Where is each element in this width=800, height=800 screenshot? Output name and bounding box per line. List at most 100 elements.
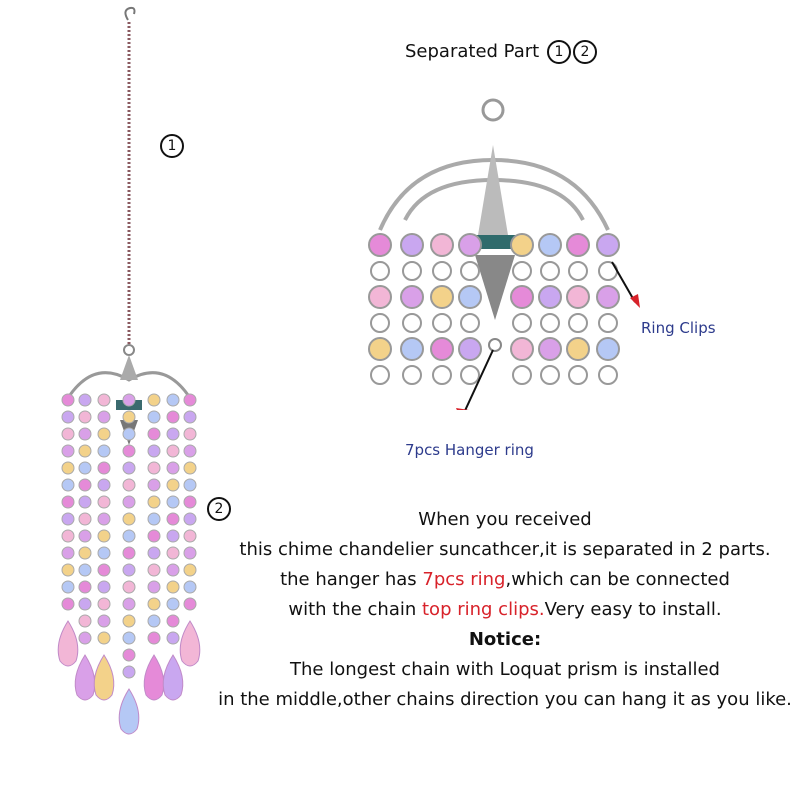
crystal xyxy=(78,393,92,407)
crystal xyxy=(430,285,454,309)
crystal xyxy=(183,444,197,458)
crystal xyxy=(183,410,197,424)
crystal xyxy=(368,233,392,257)
crystal xyxy=(430,337,454,361)
crystal xyxy=(78,597,92,611)
crystal xyxy=(97,580,111,594)
crystal xyxy=(458,285,482,309)
crystal xyxy=(540,261,560,281)
chandelier-suncatcher-illustration xyxy=(57,6,201,735)
crystal xyxy=(78,495,92,509)
crystal xyxy=(78,580,92,594)
crystal xyxy=(568,261,588,281)
crystal xyxy=(122,580,136,594)
crystal xyxy=(460,261,480,281)
crystal xyxy=(596,337,620,361)
teardrop-prism xyxy=(93,654,115,701)
text: Very easy to install. xyxy=(544,599,722,620)
crystal xyxy=(147,597,161,611)
crystal xyxy=(122,461,136,475)
teardrop-prism xyxy=(118,688,140,735)
crystal xyxy=(432,365,452,385)
crystal xyxy=(97,529,111,543)
crystal xyxy=(61,478,75,492)
crystal xyxy=(510,337,534,361)
crystal xyxy=(183,563,197,577)
crystal xyxy=(566,337,590,361)
crystal xyxy=(147,478,161,492)
crystal xyxy=(78,410,92,424)
crystal xyxy=(183,512,197,526)
crystal xyxy=(61,563,75,577)
crystal xyxy=(97,410,111,424)
crystal xyxy=(61,597,75,611)
crystal xyxy=(510,233,534,257)
crystal xyxy=(183,427,197,441)
crystal xyxy=(538,285,562,309)
crystal xyxy=(432,313,452,333)
crystal xyxy=(460,365,480,385)
crystal xyxy=(400,337,424,361)
crystal xyxy=(458,337,482,361)
crystal xyxy=(540,365,560,385)
ring-clips-arrow xyxy=(630,294,640,308)
part-2-marker: 2 xyxy=(207,497,231,521)
hanger-ring-arrow xyxy=(456,408,469,410)
crystal xyxy=(61,546,75,560)
crystal xyxy=(368,337,392,361)
crystal xyxy=(147,444,161,458)
desc-line-6: in the middle,other chains direction you… xyxy=(218,689,792,710)
crystal xyxy=(183,597,197,611)
hook-icon xyxy=(124,6,136,21)
crystal xyxy=(122,597,136,611)
crystal xyxy=(61,393,75,407)
crystal xyxy=(97,478,111,492)
ring-clips-label: Ring Clips xyxy=(641,319,716,337)
crystal xyxy=(147,580,161,594)
crystal xyxy=(402,313,422,333)
crystal xyxy=(122,495,136,509)
crystal xyxy=(78,529,92,543)
crystal xyxy=(78,512,92,526)
crystal xyxy=(61,512,75,526)
crystal xyxy=(122,512,136,526)
crystal xyxy=(61,444,75,458)
crystal xyxy=(122,665,136,679)
teardrop-prism xyxy=(74,654,96,701)
crystal xyxy=(540,313,560,333)
crystal xyxy=(122,427,136,441)
crystal xyxy=(122,563,136,577)
crystal xyxy=(78,631,92,645)
installation-description: When you received this chime chandelier … xyxy=(205,505,800,715)
crystal xyxy=(147,614,161,628)
crystal xyxy=(78,614,92,628)
highlight-top-ring-clips: top ring clips. xyxy=(422,599,545,620)
crystal xyxy=(166,512,180,526)
crystal xyxy=(78,563,92,577)
crystal xyxy=(97,461,111,475)
crystal xyxy=(147,563,161,577)
crystal xyxy=(147,427,161,441)
desc-line-2: this chime chandelier suncathcer,it is s… xyxy=(239,539,771,560)
highlight-7pcs-ring: 7pcs ring xyxy=(422,569,506,590)
crystal xyxy=(122,529,136,543)
crystal xyxy=(78,444,92,458)
crystal xyxy=(512,313,532,333)
crystal xyxy=(78,461,92,475)
crystal xyxy=(370,313,390,333)
crystal xyxy=(183,461,197,475)
crystal xyxy=(147,631,161,645)
crystal xyxy=(97,631,111,645)
crystal xyxy=(122,478,136,492)
crystal xyxy=(97,512,111,526)
crystal xyxy=(596,285,620,309)
part-1-marker: 1 xyxy=(160,134,184,158)
crystal xyxy=(61,529,75,543)
crystal xyxy=(568,365,588,385)
crystal xyxy=(166,563,180,577)
crystal xyxy=(122,444,136,458)
crystal xyxy=(402,365,422,385)
crystal xyxy=(538,233,562,257)
